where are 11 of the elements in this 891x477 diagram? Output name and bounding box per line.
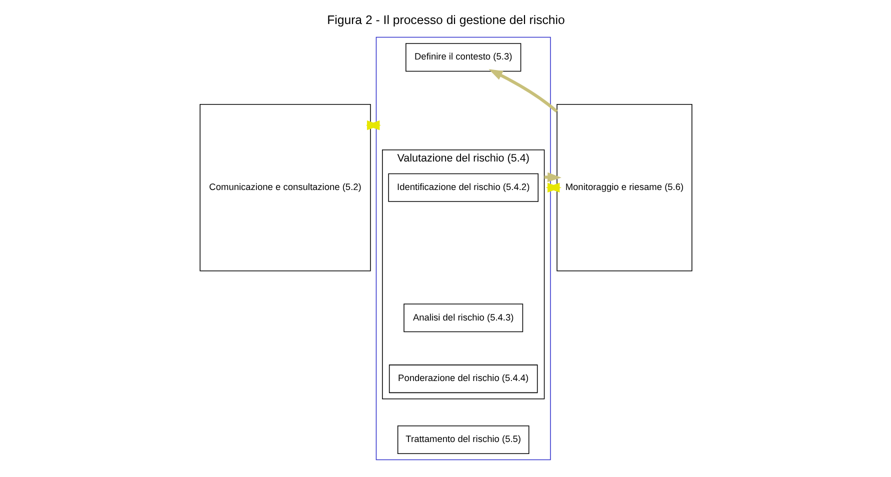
node-box: Ponderazione del rischio (5.4.4) — [388, 364, 538, 394]
node-box: Comunicazione e consultazione (5.2) — [199, 104, 370, 272]
node-box: Monitoraggio e riesame (5.6) — [556, 104, 692, 272]
diagram-title: Figura 2 - Il processo di gestione del rischio — [326, 13, 564, 28]
arrow — [545, 182, 561, 192]
node-box: Definire il contesto (5.3) — [405, 43, 521, 72]
node-box: Identificazione del rischio (5.4.2) — [388, 173, 538, 202]
node-box: Analisi del rischio (5.4.3) — [403, 304, 523, 332]
arrow — [488, 69, 558, 113]
node-box: Trattamento del rischio (5.5) — [396, 425, 529, 454]
arrow — [365, 120, 380, 130]
